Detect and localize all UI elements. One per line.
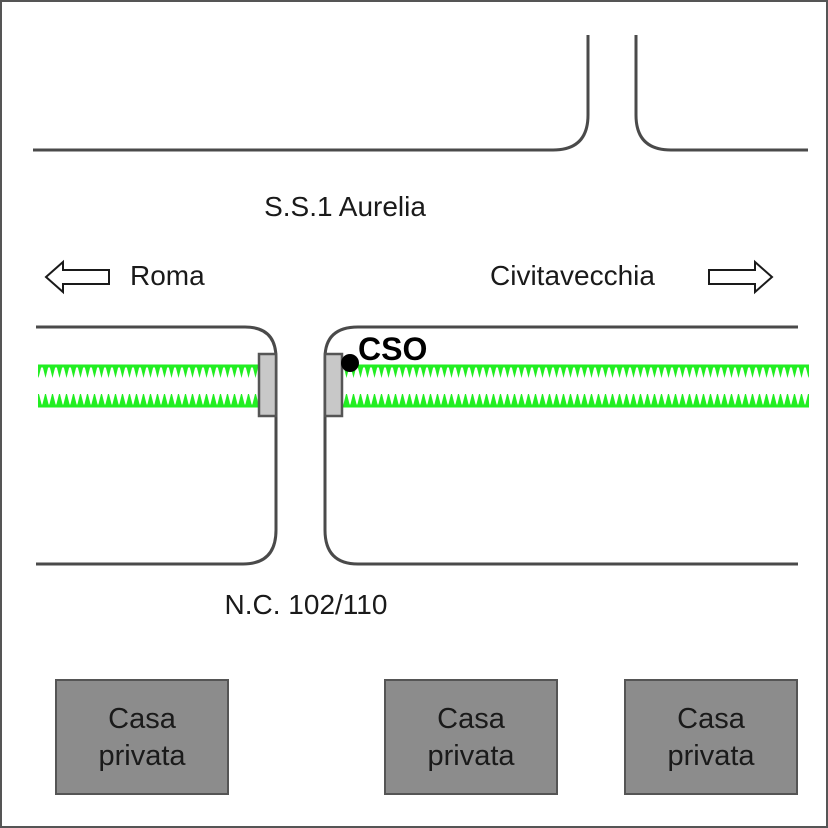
arrow-right-outline-icon [708,259,774,295]
house-2-line1: Casa [437,703,506,735]
address-label: N.C. 102/110 [225,589,388,620]
road-edge-bottom-left [36,325,278,566]
house-1-line1: Casa [108,703,177,735]
road-name-label: S.S.1 Aurelia [264,191,426,222]
house-3: Casa privata [624,679,798,795]
house-3-line2: privata [667,740,755,772]
road-edge-bottom-right [323,325,798,566]
house-2: Casa privata [384,679,558,795]
arrow-left-outline-icon [44,259,110,295]
road-edge-top-left [33,35,590,152]
house-3-line1: Casa [677,703,746,735]
hedge-right [342,364,809,408]
gate-post-left [257,352,278,418]
right-direction-label: Civitavecchia [490,260,655,291]
house-1: Casa privata [55,679,229,795]
point-label: CSO [358,331,427,367]
left-direction-label: Roma [130,260,205,291]
gate-post-right [323,352,344,418]
house-2-line2: privata [427,740,515,772]
filled-dot-icon [341,354,359,372]
house-1-line2: privata [98,740,186,772]
hedge-left [38,364,260,408]
road-edge-top-right [634,35,808,152]
